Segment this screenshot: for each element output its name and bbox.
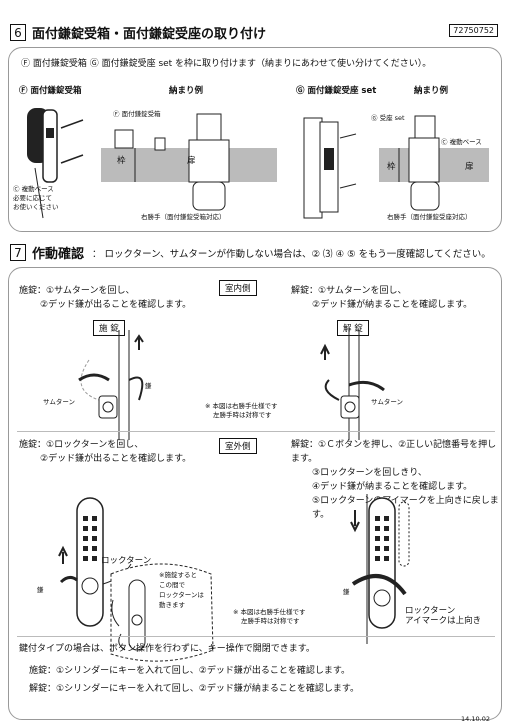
receiver-box-illustration	[27, 108, 84, 219]
receiver-box-label: Ⓕ 面付鎌錠受箱	[113, 110, 161, 118]
section-7-title: 作動確認	[32, 247, 85, 262]
indoor-lock-illustration	[78, 330, 144, 440]
outdoor-badge: 室外側	[219, 438, 257, 454]
section-6-instruction: Ⓕ 面付鎌錠受箱 Ⓖ 面付鎌錠受座 set を枠に取り付けます（納まりにあわせて…	[21, 59, 432, 69]
receiver-set-illustration	[303, 117, 357, 219]
outdoor-sickle-label-right: 鎌	[343, 588, 350, 596]
set-mounting-example	[379, 115, 489, 211]
indoor-unlock-label: 解 錠	[337, 320, 369, 336]
indoor-badge: 室内側	[219, 280, 257, 296]
outdoor-unlock-illustration	[350, 494, 410, 644]
section-6-header: 6 面付鎌錠受箱・面付鎌錠受座の取り付け	[10, 23, 266, 42]
outdoor-lockturn-eye-label: ロックターン アイマークは上向き	[405, 606, 482, 626]
door-label-1: 扉	[187, 156, 196, 166]
outdoor-lockturn-label: ロックターン	[101, 556, 152, 566]
box-mounting-example	[101, 113, 277, 211]
indoor-lock-label: 施 錠	[93, 320, 125, 336]
right-example-heading: 納まり例	[414, 86, 449, 96]
indoor-unlock-text: 解錠：①サムターンを回し、 ②デッド鎌が納まることを確認します。	[291, 286, 473, 310]
document-code: 72750752	[449, 24, 498, 37]
frame-label-1: 枠	[117, 156, 126, 166]
outdoor-sickle-label-left: 鎌	[37, 586, 44, 594]
caption-left: 右勝手（面付鎌錠受箱対応）	[141, 213, 226, 221]
indoor-unlock-illustration	[320, 330, 385, 440]
section-6-panel: Ⓕ 面付鎌錠受箱 Ⓖ 面付鎌錠受座 set を枠に取り付けます（納まりにあわせて…	[8, 47, 502, 232]
outdoor-lock-illustration	[58, 497, 132, 627]
outdoor-lock-text: 施錠：①ロックターンを回し、 ②デッド鎌が出ることを確認します。	[19, 440, 192, 464]
footer-date: 14.10.02	[461, 715, 490, 723]
indoor-sickle-label: 鎌	[145, 382, 152, 390]
lockturn-bubble-text: ※施錠すると この間で ロックターンは 動きます	[159, 571, 204, 609]
section-7-header: 7 作動確認 ： ロックターン、サムターンが作動しない場合は、② ⑶ ④ ⑤ を…	[10, 243, 491, 262]
frame-label-2: 枠	[387, 162, 396, 172]
key-note: 鍵付タイプの場合は、ボタン操作を行わずに、キー操作で開閉できます。	[19, 644, 315, 654]
section-7-number: 7	[10, 244, 26, 261]
section-7-panel: 室内側 施錠：①サムターンを回し、 ②デッド鎌が出ることを確認します。 解錠：①…	[8, 267, 502, 720]
key-lock-text: 施錠：①シリンダーにキーを入れて回し、②デッド鎌が出ることを確認します。	[29, 666, 350, 676]
outdoor-note: ※ 本図は右勝手仕様です 左勝手時は対称です	[233, 608, 306, 625]
outdoor-unlock-text: 解錠：①Ｃボタンを押し、②正しい記憶番号を押します。 ③ロックターンを回しきり、…	[291, 440, 499, 520]
indoor-thumbturn-label-right: サムターン	[371, 398, 404, 406]
indoor-outdoor-divider	[17, 431, 495, 432]
middle-example-heading: 納まり例	[169, 86, 204, 96]
key-unlock-text: 解錠：①シリンダーにキーを入れて回し、②デッド鎌が納まることを確認します。	[29, 684, 359, 694]
section-7-note: ： ロックターン、サムターンが作動しない場合は、② ⑶ ④ ⑤ をもう一度確認し…	[92, 248, 491, 260]
key-divider	[17, 636, 495, 637]
receiver-set-heading: Ⓖ 面付鎌錠受座 set	[296, 86, 377, 96]
receiver-set-label: Ⓖ 受座 set	[371, 114, 405, 122]
door-label-2: 扉	[465, 162, 474, 172]
section-6-number: 6	[10, 24, 26, 41]
indoor-thumbturn-label-left: サムターン	[43, 398, 76, 406]
caption-right: 右勝手（面付鎌錠受座対応）	[387, 213, 472, 221]
indoor-lock-text: 施錠：①サムターンを回し、 ②デッド鎌が出ることを確認します。	[19, 286, 192, 310]
adjust-base-right-label: Ⓒ 複動ベース	[441, 138, 482, 146]
receiver-box-heading: Ⓕ 面付鎌錠受箱	[19, 86, 82, 96]
section-6-title: 面付鎌錠受箱・面付鎌錠受座の取り付け	[32, 27, 267, 42]
adjust-base-note: Ⓒ 複動ベース 必要に応じて お使いください	[13, 185, 59, 211]
indoor-note: ※ 本図は右勝手仕様です 左勝手時は対称です	[205, 402, 278, 419]
